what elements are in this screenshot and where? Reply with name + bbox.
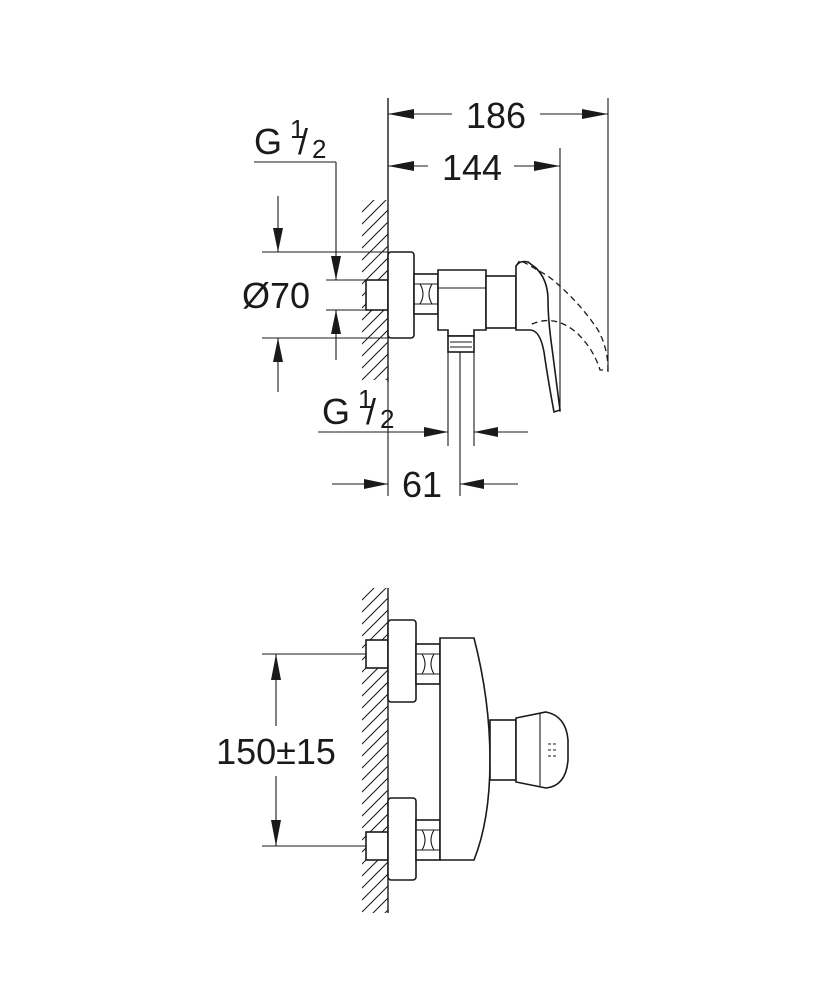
arrow-head <box>388 109 414 119</box>
dim-label-186: 186 <box>466 95 526 136</box>
hatch-line <box>362 221 388 249</box>
hatch-line <box>362 753 388 781</box>
hatch-line <box>362 209 388 237</box>
union-nut <box>413 273 439 315</box>
front-view: 150±15 <box>216 588 569 948</box>
hatch-line <box>362 588 387 613</box>
hatch-line <box>362 200 387 225</box>
lever-end <box>515 711 569 789</box>
arrow-head <box>331 310 341 334</box>
hatch-line <box>373 365 388 380</box>
svg-text:/: / <box>366 391 376 432</box>
svg-text:G: G <box>254 121 282 162</box>
hatch-line <box>362 789 388 817</box>
hatch-line <box>362 353 388 380</box>
hatch-line <box>362 681 388 709</box>
wall-hatching-bottom <box>362 588 388 948</box>
hatch-line <box>362 705 388 733</box>
hatch-line <box>362 717 388 745</box>
hatch-line <box>362 861 388 889</box>
arrow-head <box>534 161 560 171</box>
hatch-line <box>362 922 388 948</box>
pipe-stub <box>365 831 389 861</box>
arrow-head <box>271 654 281 680</box>
lever-handle <box>515 260 561 414</box>
side-view: 186 144 G 1 / 2 Ø70 G 1 / <box>242 95 609 505</box>
cartridge <box>485 275 517 329</box>
hatch-line <box>362 588 363 589</box>
lever-marking <box>548 743 556 757</box>
mixer-body <box>439 637 491 861</box>
dim-label-150: 150±15 <box>216 731 336 772</box>
nut-hex <box>421 829 435 851</box>
pipe-stub <box>365 639 389 669</box>
hatch-line <box>362 341 388 369</box>
rosette <box>387 797 417 881</box>
arrow-head <box>474 427 498 437</box>
hatch-line <box>362 801 388 829</box>
arrow-head <box>271 820 281 846</box>
hatch-line <box>362 329 388 357</box>
rosette <box>387 251 415 339</box>
dim-label-70: Ø70 <box>242 275 310 316</box>
svg-text:1: 1 <box>358 384 372 414</box>
hatch-line <box>362 233 388 261</box>
arrow-head <box>273 338 283 362</box>
arrow-head <box>424 427 448 437</box>
hatch-line <box>362 200 363 201</box>
arrow-head <box>273 228 283 252</box>
nut-hex <box>421 653 435 675</box>
cartridge <box>489 719 517 781</box>
hatch-line <box>362 588 375 601</box>
hatch-line <box>362 609 388 637</box>
svg-text:/: / <box>298 121 308 162</box>
svg-text:2: 2 <box>312 134 326 164</box>
hatch-line <box>384 909 388 913</box>
hatch-line <box>362 777 388 805</box>
hatch-line <box>372 897 388 913</box>
hatch-line <box>362 597 388 625</box>
arrow-head <box>364 479 388 489</box>
union-nut <box>415 643 441 685</box>
arrow-head <box>582 109 608 119</box>
svg-text:1: 1 <box>290 114 304 144</box>
arrow-head <box>460 479 484 489</box>
hatch-line <box>362 729 388 757</box>
hatch-line <box>362 693 388 721</box>
arrow-head <box>388 161 414 171</box>
hatch-line <box>362 669 388 697</box>
hatch-line <box>362 765 388 793</box>
dim-label-144: 144 <box>442 147 502 188</box>
thread-label-bottom: G 1 / 2 <box>322 384 394 434</box>
hatch-line <box>362 200 375 213</box>
hatch-line <box>362 317 388 345</box>
svg-text:G: G <box>322 391 350 432</box>
outlet-connector <box>447 335 475 353</box>
hatch-line <box>362 741 388 769</box>
nut-hex <box>419 283 433 305</box>
hatch-line <box>362 245 388 273</box>
rosette <box>387 619 417 703</box>
mixer-body <box>437 269 487 337</box>
union-nut <box>415 819 441 861</box>
dim-label-61: 61 <box>402 464 442 505</box>
pipe-stub <box>365 279 389 311</box>
hatch-line <box>362 885 388 913</box>
hatch-line <box>362 873 388 901</box>
arrow-head <box>331 256 341 280</box>
svg-text:2: 2 <box>380 404 394 434</box>
thread-label-top: G 1 / 2 <box>254 114 326 164</box>
